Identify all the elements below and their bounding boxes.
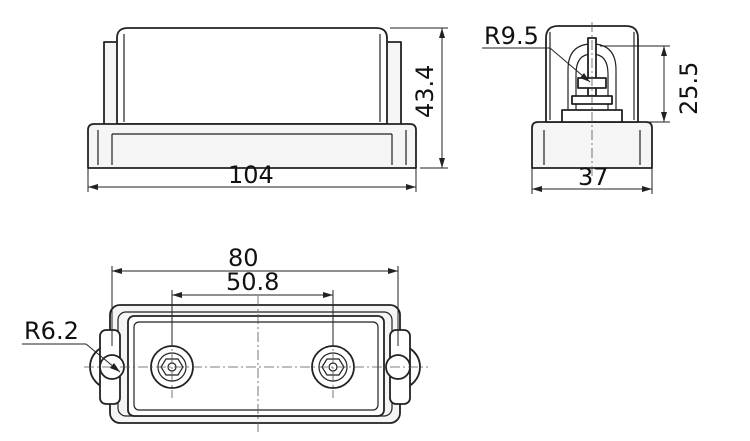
front-cover	[116, 27, 388, 125]
side-radius-label: R9.5	[484, 22, 539, 50]
front-height-label: 43.4	[411, 65, 439, 118]
front-view: 43.4 104	[87, 27, 448, 192]
top-cover	[127, 315, 385, 417]
top-radius-label: R6.2	[24, 317, 79, 345]
top-view: 80 50.8 R6.2	[22, 244, 428, 432]
side-height-label: 25.5	[675, 62, 703, 115]
top-span-label: 80	[228, 244, 259, 272]
side-width-label: 37	[578, 163, 609, 191]
front-base	[87, 123, 417, 169]
top-hole-spacing-label: 50.8	[226, 268, 279, 296]
front-width-label: 104	[228, 161, 274, 189]
side-view: R9.5 25.5 37	[482, 22, 703, 194]
